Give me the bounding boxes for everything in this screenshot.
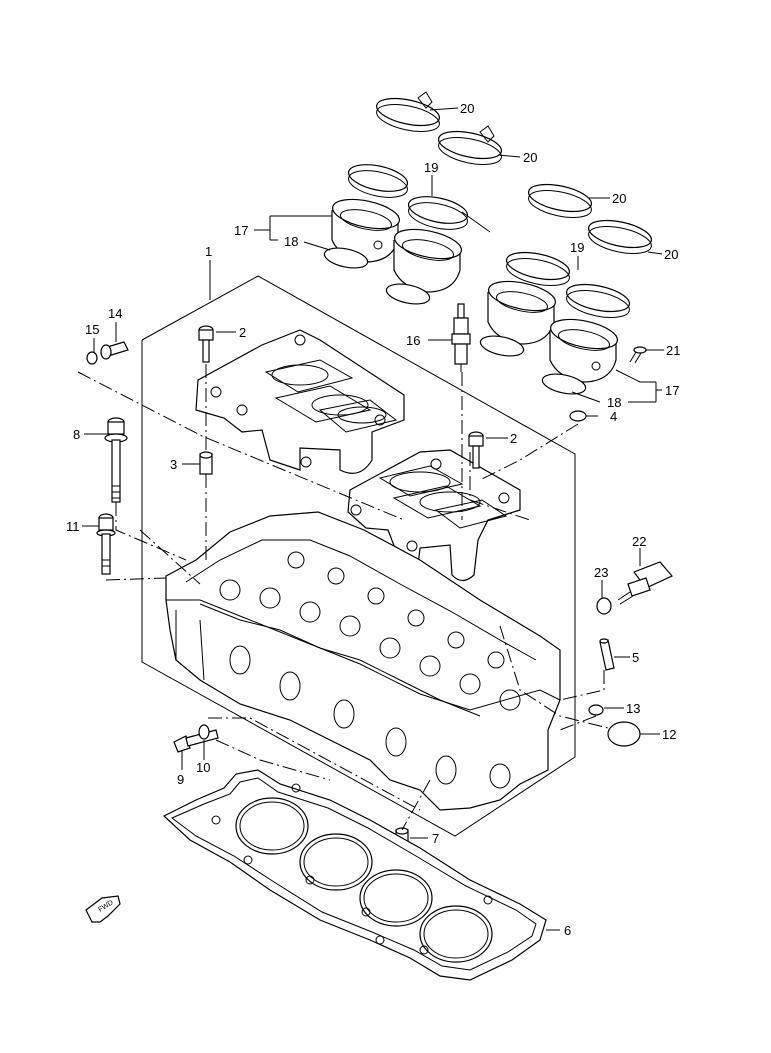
callout-16: 16 [406,333,420,348]
bolt-part [96,513,116,575]
callout-19: 19 [570,240,584,255]
callout-18: 18 [284,234,298,249]
callout-11: 11 [66,519,80,534]
leader-lines [82,107,664,931]
dowel-part [199,451,213,475]
callout-labels: 20 20 19 20 17 18 19 20 1 14 15 2 16 21 … [66,101,680,938]
callout-20: 20 [612,191,626,206]
spark-plug-part [451,303,471,372]
bolt-part [173,729,219,753]
callout-4: 4 [610,409,617,424]
callout-18: 18 [607,395,621,410]
bolt-part [104,417,128,503]
callout-20: 20 [460,101,474,116]
callout-9: 9 [177,772,184,787]
callout-15: 15 [85,322,99,337]
temperature-sensor-part [617,561,673,605]
head-side-ports [229,645,511,789]
washer-part [198,724,210,740]
callout-22: 22 [632,534,646,549]
o-ring-part [541,373,587,395]
callout-17: 17 [665,383,679,398]
washer-part [569,410,587,422]
clamp-part [505,251,571,286]
screw-part [629,346,647,364]
intake-pipe-part [487,280,556,345]
callout-6: 6 [564,923,571,938]
intake-pipe-group [323,91,653,395]
callout-17: 17 [234,223,248,238]
bolt-part [198,325,214,363]
clamp-part [527,183,593,218]
intake-pipe-part [549,318,618,383]
callout-3: 3 [170,457,177,472]
clamp-part [375,91,441,132]
bolt-part [468,431,484,469]
gasket-part [596,597,612,615]
pipe-part [599,638,615,671]
callout-12: 12 [662,727,676,742]
gasket-part [607,721,641,747]
callout-20: 20 [523,150,537,165]
callout-2: 2 [510,431,517,446]
callout-13: 13 [626,701,640,716]
clamp-part [587,219,653,254]
cam-journals [219,551,521,711]
fwd-arrow-icon: FWD [85,895,121,923]
o-ring-part [385,283,431,305]
o-ring-part [479,335,525,357]
callout-2: 2 [239,325,246,340]
cylinder-head-part [165,511,561,811]
oil-jet-part [86,341,129,365]
clamp-part [407,196,491,233]
alignment-lines [77,364,609,831]
callout-10: 10 [196,760,210,775]
cam-housing-left [195,329,405,474]
callout-21: 21 [666,343,680,358]
clamp-part [437,125,503,165]
o-ring-part [588,704,604,716]
clamp-part [565,283,631,318]
o-ring-part [323,247,369,269]
callout-23: 23 [594,565,608,580]
callout-1: 1 [205,244,212,259]
callout-7: 7 [432,831,439,846]
callout-8: 8 [73,427,80,442]
callout-19: 19 [424,160,438,175]
assembly-outline [141,275,576,837]
callout-20: 20 [664,247,678,262]
head-gasket-part [162,769,547,981]
clamp-part [347,164,409,198]
callout-14: 14 [108,306,122,321]
intake-pipe-part [393,228,462,293]
callout-5: 5 [632,650,639,665]
